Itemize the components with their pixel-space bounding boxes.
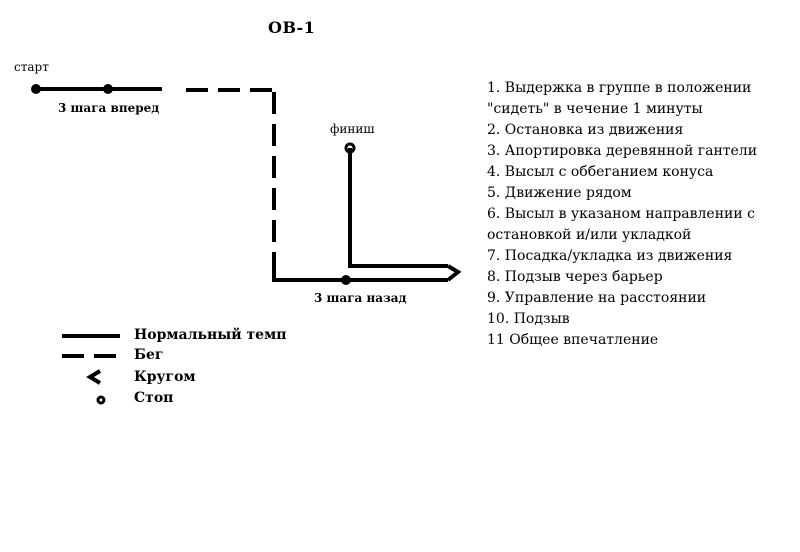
list-item: 7. Посадка/укладка из движения xyxy=(487,248,733,264)
list-item: 5. Движение рядом xyxy=(487,185,632,201)
list-item: 10. Подзыв xyxy=(487,311,570,327)
stop-finish-point xyxy=(344,142,356,154)
list-item: 1. Выдержка в группе в положении "сидеть… xyxy=(487,80,752,117)
stop-point-forward xyxy=(103,84,113,94)
route-normal-bottom xyxy=(272,262,346,282)
start-label: старт xyxy=(14,60,49,74)
list-item: 9. Управление на расстоянии xyxy=(487,290,707,306)
legend-normal-label: Нормальный темп xyxy=(134,327,287,343)
list-item: 11 Общее впечатление xyxy=(487,332,659,348)
steps-forward-label: 3 шага вперед xyxy=(58,101,160,115)
legend-turn-label: Кругом xyxy=(134,369,196,385)
stop-start-point xyxy=(31,84,41,94)
turn-arrow xyxy=(446,264,462,282)
list-item: 2. Остановка из движения xyxy=(487,122,684,138)
legend-stop-symbol xyxy=(96,395,106,405)
list-item: 6. Высыл в указаном направлении с остано… xyxy=(487,206,755,243)
exercise-list: 1. Выдержка в группе в положении "сидеть… xyxy=(487,78,795,351)
steps-back-label: 3 шага назад xyxy=(314,291,407,305)
list-item: 3. Апортировка деревянной гантели xyxy=(487,143,758,159)
finish-label: финиш xyxy=(330,122,375,136)
legend-run-label: Бег xyxy=(134,347,164,363)
legend-stop-label: Стоп xyxy=(134,390,174,406)
legend-turn-symbol xyxy=(86,369,102,385)
page-title: ОВ-1 xyxy=(268,18,316,37)
list-item: 4. Высыл с оббеганием конуса xyxy=(487,164,714,180)
stop-point-back xyxy=(341,275,351,285)
list-item: 8. Подзыв через барьер xyxy=(487,269,663,285)
